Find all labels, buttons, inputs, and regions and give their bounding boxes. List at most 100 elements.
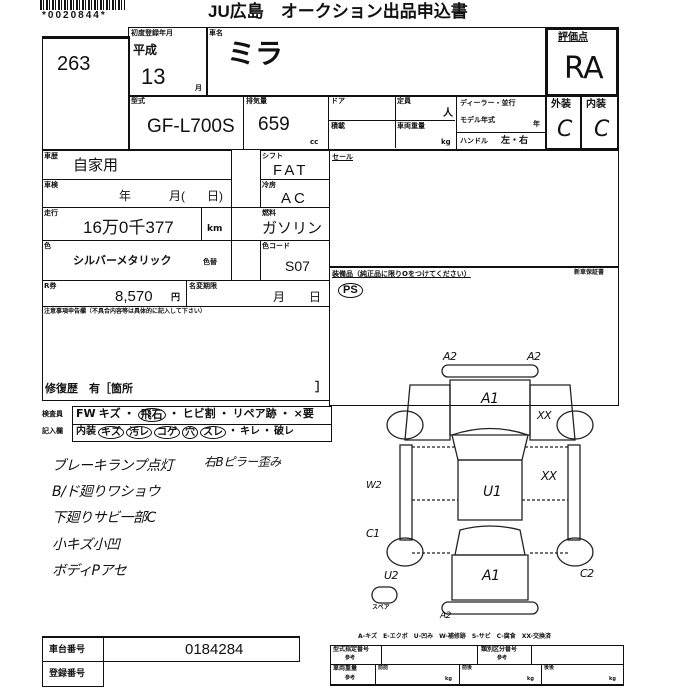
label: 走行 xyxy=(44,209,58,217)
history-value: 自家用 xyxy=(73,157,119,174)
equipment-value: PS xyxy=(338,283,363,298)
damage-mark: A2 xyxy=(527,350,541,363)
color-code-cell: 色コード S07 xyxy=(260,240,330,281)
unit: 年 xyxy=(533,120,540,128)
label: ディーラー・並行 xyxy=(460,99,516,107)
inspector-row-2: 内装キズ汚レコゲ穴スレ・キレ・破レ xyxy=(76,426,294,439)
type-number-row: 型式指定番号 参考 類別区分番号 参考 xyxy=(330,645,624,665)
wheel-rl xyxy=(386,537,424,567)
item: ・ xyxy=(123,407,135,420)
damage-mark: U2 xyxy=(384,569,399,582)
score-cell: 評価点 RA xyxy=(545,27,619,97)
label: ドア xyxy=(331,97,345,105)
handwritten-note: 下廻りサビ一部C xyxy=(52,510,156,526)
shift-cell: シフト FAT xyxy=(260,150,330,180)
item: ×要 xyxy=(293,407,314,420)
item: ・ xyxy=(279,407,291,420)
label: 日 xyxy=(309,290,322,304)
label: 内装 xyxy=(586,99,606,110)
label: 検査員 xyxy=(42,410,63,418)
label: 積載 xyxy=(331,122,345,130)
trunk xyxy=(451,554,529,601)
car-name-cell: 車名 ミラ xyxy=(206,27,546,97)
label: 前後 xyxy=(462,665,473,671)
ac-cell: 冷房 AC xyxy=(260,179,330,208)
era: 平成 xyxy=(133,43,158,57)
unit: kg xyxy=(445,676,452,682)
handle-value: 左・右 xyxy=(501,136,529,146)
diagram-legend: A-キズ E-エクボ U-凹み W-補修跡 S-サビ C-腐食 XX-交換済 xyxy=(358,633,552,640)
label: 注意事項申告欄（不具合内容等は具体的に記入して下さい） xyxy=(44,308,206,315)
right-front-fender xyxy=(529,384,576,441)
sale-point-cell: セール xyxy=(329,150,619,267)
item: 内装 xyxy=(76,426,96,437)
unit: kg xyxy=(441,138,451,146)
weight-row: 車両重量 参考 前前 kg 前後 kg 後後 kg xyxy=(330,664,624,686)
lot-box: 263 xyxy=(42,36,130,150)
damage-mark: W2 xyxy=(366,480,382,491)
label: 車両重量 xyxy=(397,122,425,130)
label: 型式 xyxy=(131,97,145,105)
roof xyxy=(457,459,523,521)
damage-mark: XX xyxy=(537,409,552,422)
label: 排気量 xyxy=(246,97,267,105)
color-value: シルバーメタリック xyxy=(73,255,172,267)
label: 車歴 xyxy=(44,152,58,160)
month-suffix: 月 xyxy=(195,84,202,92)
damage-mark: XX xyxy=(541,469,557,483)
label: シフト xyxy=(262,152,283,160)
sheet-title: JU広島 オークション出品申込書 xyxy=(208,2,468,21)
item-circled: 穴 xyxy=(182,426,198,439)
fuel-value: ガソリン xyxy=(262,220,323,237)
fuel-cell: 燃料 ガソリン xyxy=(231,207,330,241)
label: 日) xyxy=(207,189,223,203)
label: 参考 xyxy=(497,655,508,661)
handwritten-note: 小キズ小凹 xyxy=(52,537,120,553)
item: キズ xyxy=(98,407,121,420)
label: 登録番号 xyxy=(49,669,86,679)
label: 類別区分番号 xyxy=(481,646,518,653)
inspection-cell: 車検 年 月( 日) xyxy=(42,179,232,208)
item-circled: 飛石 xyxy=(137,408,166,422)
label: 色 xyxy=(44,242,51,250)
label: 新車保証書 xyxy=(574,269,605,276)
damage-mark: C2 xyxy=(580,567,594,580)
interior-grade: C xyxy=(594,117,609,142)
exterior-cell: 外装 C xyxy=(545,95,582,150)
interior-cell: 内装 C xyxy=(580,95,619,150)
damage-mark: C1 xyxy=(366,527,380,540)
item-circled: キズ xyxy=(98,426,124,439)
label: 外装 xyxy=(551,99,571,110)
displacement-value: 659 xyxy=(258,114,290,135)
car-name: ミラ xyxy=(227,38,284,69)
lot-number: 263 xyxy=(57,53,91,75)
label: 色替 xyxy=(203,258,217,266)
label: 評価点 xyxy=(558,32,588,43)
label: 前前 xyxy=(378,665,389,671)
item: ・ xyxy=(228,426,238,437)
item-circled: 汚レ xyxy=(126,426,152,439)
left-sill xyxy=(399,444,413,541)
spare-tire xyxy=(371,586,398,604)
model-cell: 型式 GF-L700S xyxy=(128,95,244,150)
windshield xyxy=(451,427,529,461)
displacement-cell: 排気量 659 cc xyxy=(243,95,329,150)
label: 定員 xyxy=(397,97,411,105)
item: 破レ xyxy=(274,426,294,437)
bracket: ］ xyxy=(315,380,328,394)
year: 13 xyxy=(141,64,166,89)
damage-mark: A2 xyxy=(443,350,457,363)
label: 車台番号 xyxy=(49,645,86,655)
unit: kg xyxy=(609,676,616,682)
label: 記入欄 xyxy=(42,427,63,435)
label: 色コード xyxy=(262,242,290,250)
item: ・ xyxy=(262,426,272,437)
mileage-cell: 走行 16万0千377 km xyxy=(42,207,232,241)
item: FW xyxy=(76,407,96,420)
label: スペア xyxy=(372,604,390,611)
model-value: GF-L700S xyxy=(147,116,235,137)
chassis-row: 車台番号 0184284 xyxy=(42,636,300,662)
barcode-number: *0020844* xyxy=(42,10,107,21)
